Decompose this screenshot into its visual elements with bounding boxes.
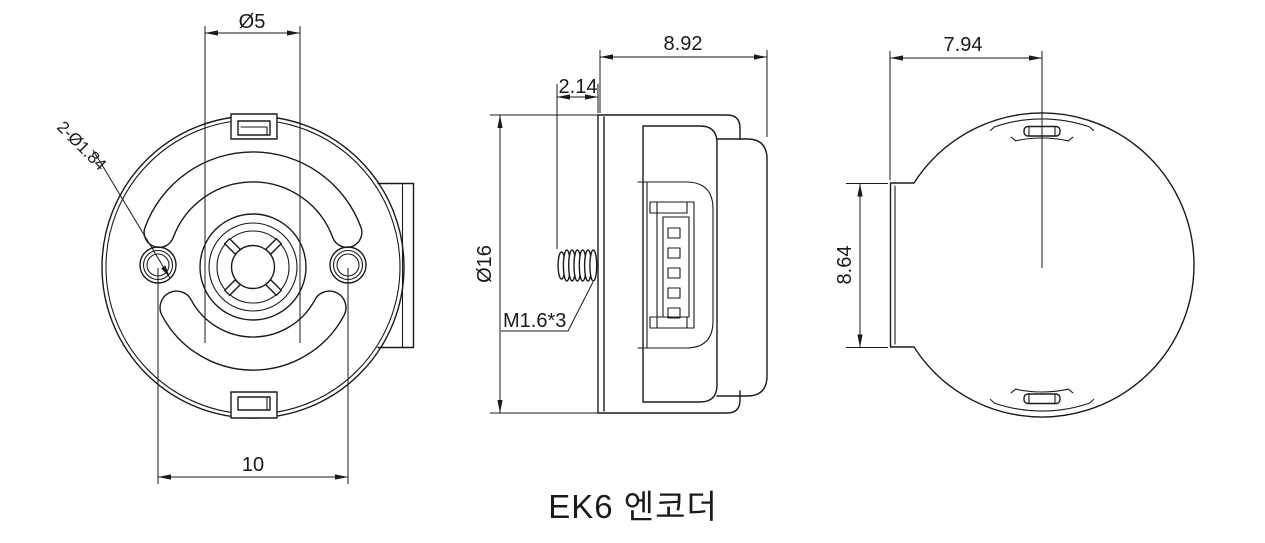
dim-thread-spec: M1.6*3 [503,310,566,332]
front-view [101,113,415,419]
dim-body-diameter: Ø16 [474,245,496,283]
dim-hole-spacing: 10 [242,454,264,476]
drawing-title: EK6 엔코더 [548,488,718,525]
connector-pin [667,307,681,319]
side-bottom-tab [597,390,741,414]
side-back-housing [716,138,768,397]
front-top-arc-slot [143,151,363,249]
side-front-plate [597,114,605,414]
connector-5pin [649,201,695,329]
back-bottom-clip [989,388,1095,412]
connector-pin [667,227,681,239]
dim-shaft-boss-diameter: Ø5 [239,11,266,33]
connector-pin [667,247,681,259]
front-side-boss [377,182,415,349]
dim-mounting-holes: 2-Ø1.84 [53,117,110,174]
front-bottom-arc-slot [159,290,347,371]
connector-pin [667,267,681,279]
threaded-stud [557,249,598,282]
dim-stud-length: 2.14 [559,76,598,98]
connector-pin [667,287,681,299]
side-view-dimensions: Ø16 8.92 2.14 M1.6*3 [474,33,768,414]
hub-spoke-ring [216,230,290,304]
side-view [557,114,768,414]
back-view [889,112,1195,418]
dim-flat-height: 8.64 [834,246,856,285]
dim-flat-to-center: 7.94 [944,34,983,56]
back-view-dimensions: 7.94 8.64 [834,34,1043,348]
shaft-hole [230,244,276,290]
side-mid-housing [642,125,718,403]
hub-boss-circle [208,222,298,312]
back-body-outline [889,112,1195,418]
side-top-tab [597,114,741,140]
front-view-dimensions: Ø5 10 2-Ø1.84 [53,11,349,484]
front-top-clip [230,113,278,140]
dim-body-depth: 8.92 [664,33,703,55]
side-connector-recess [637,181,714,349]
front-bottom-clip [230,391,278,419]
hub-flange-circle [199,213,307,321]
